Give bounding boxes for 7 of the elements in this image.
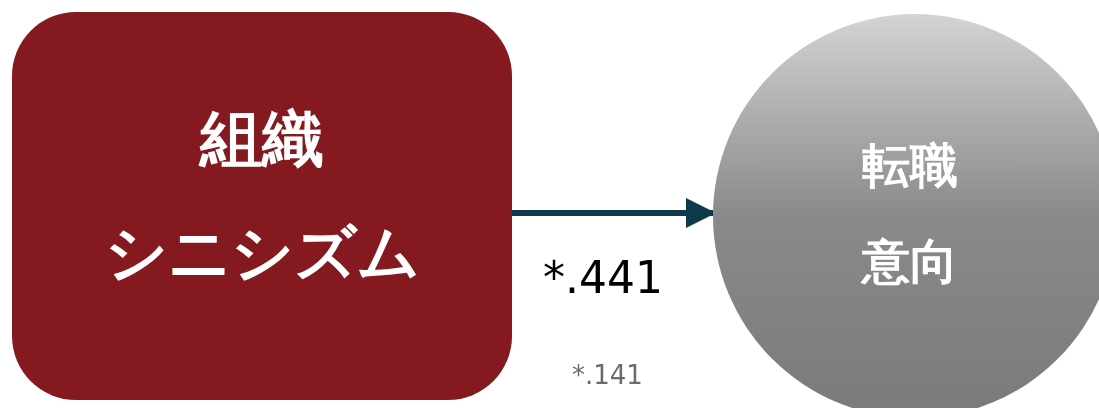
rounded-box — [12, 12, 512, 400]
node-text: 転職 — [862, 141, 958, 189]
node-text: 組織 — [200, 108, 324, 170]
node-text: シニシズム — [104, 222, 420, 284]
edge-label: *.441 — [543, 256, 663, 300]
note-text: *.141 — [572, 362, 643, 388]
node-text: 意向 — [862, 237, 958, 285]
